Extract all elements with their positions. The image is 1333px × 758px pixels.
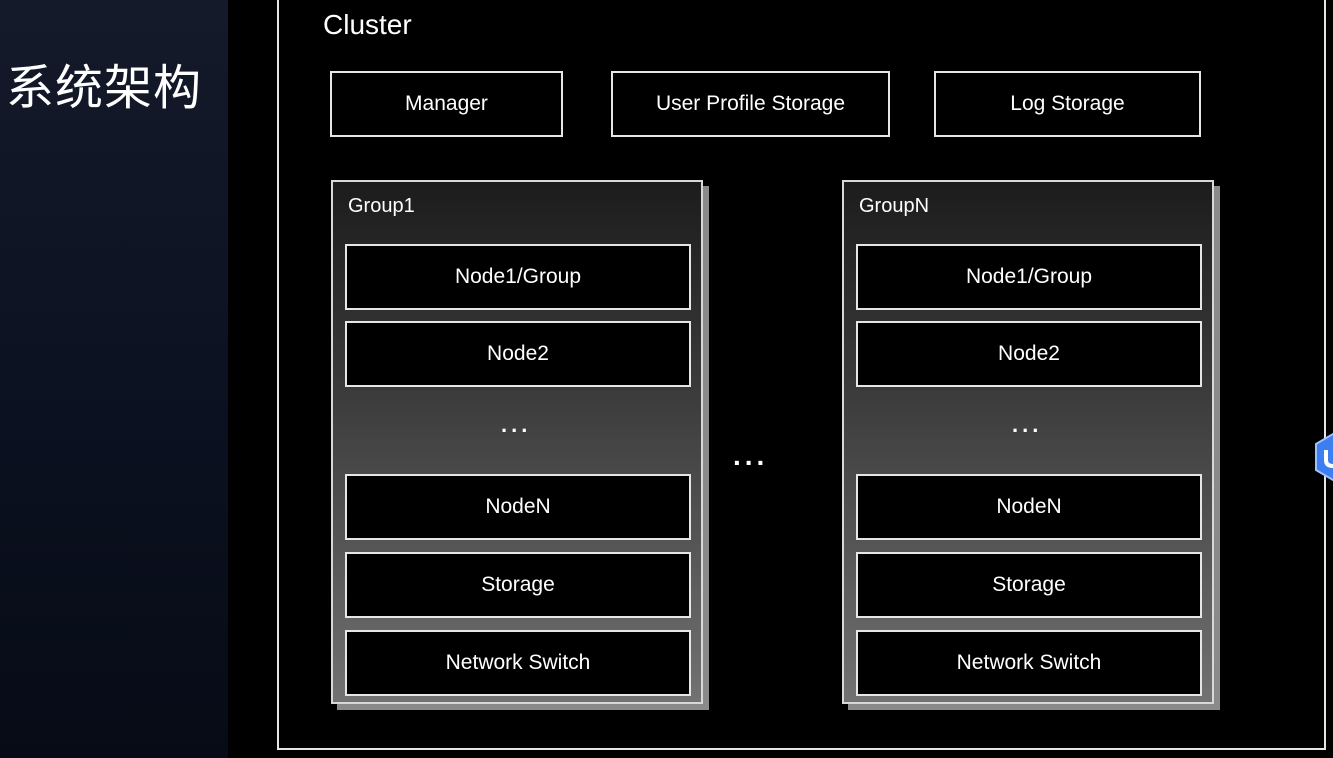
group-label: Group1 (348, 195, 415, 217)
slide-title: 系统架构 (6, 60, 203, 116)
node-label: NodeN (996, 495, 1062, 518)
node-box: NodeN (856, 474, 1202, 540)
group-box: GroupN Node1/Group Node2 ... NodeN Stora… (842, 180, 1214, 704)
node-box: Node1/Group (345, 244, 691, 310)
storage-label: Storage (992, 573, 1066, 596)
network-switch-box: Network Switch (345, 630, 691, 696)
log-storage-box: Log Storage (934, 71, 1201, 137)
group-box: Group1 Node1/Group Node2 ... NodeN Stora… (331, 180, 703, 704)
nodes-ellipsis: ... (1012, 412, 1043, 437)
node-label: Node1/Group (454, 265, 582, 288)
group-label: GroupN (859, 195, 930, 217)
node-box: Node1/Group (856, 244, 1202, 310)
user-profile-storage-box: User Profile Storage (611, 71, 890, 137)
node-box: NodeN (345, 474, 691, 540)
node-label: Node1/Group (965, 265, 1093, 288)
groups-ellipsis: ... (733, 440, 769, 471)
network-switch-label: Network Switch (956, 651, 1102, 674)
left-title-panel (0, 0, 228, 758)
node-label: Node2 (487, 342, 549, 365)
shield-icon[interactable] (1313, 432, 1333, 482)
cluster-container (277, 0, 1326, 750)
node-label: Node2 (998, 342, 1060, 365)
network-switch-box: Network Switch (856, 630, 1202, 696)
storage-box: Storage (856, 552, 1202, 618)
cluster-label: Cluster (323, 9, 412, 40)
nodes-ellipsis: ... (501, 412, 532, 437)
node-label: NodeN (485, 495, 551, 518)
manager-box: Manager (330, 71, 563, 137)
manager-label: Manager (405, 92, 488, 115)
user-profile-storage-label: User Profile Storage (655, 92, 846, 115)
network-switch-label: Network Switch (445, 651, 591, 674)
node-box: Node2 (345, 321, 691, 387)
log-storage-label: Log Storage (1010, 92, 1125, 115)
storage-label: Storage (481, 573, 555, 596)
storage-box: Storage (345, 552, 691, 618)
node-box: Node2 (856, 321, 1202, 387)
